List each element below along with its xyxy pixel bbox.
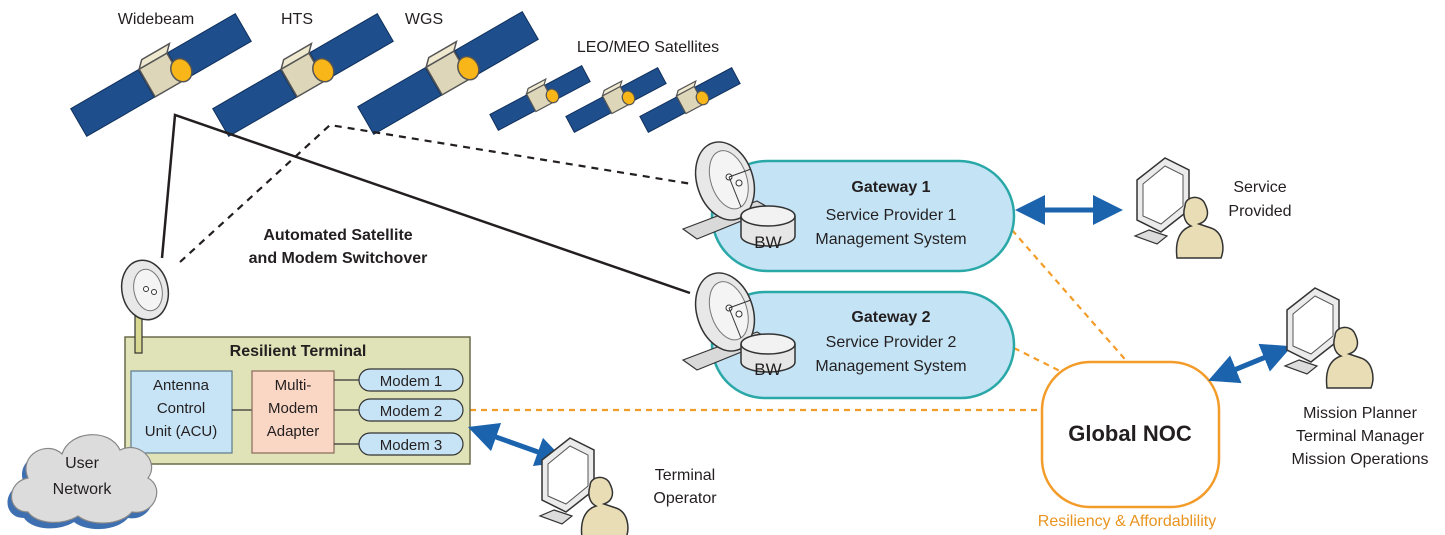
terminal-title: Resilient Terminal — [230, 343, 367, 360]
gateway-1-bw-label: BW — [754, 233, 781, 252]
adapter-box — [251, 370, 335, 454]
dashed-sat-link — [179, 123, 693, 263]
noc-caption: Resiliency & Affordablility — [1038, 513, 1216, 530]
gateway-2-title: Gateway 2 — [851, 309, 930, 326]
modem-2-label: Modem 2 — [380, 403, 443, 420]
gateway-2-bw-label: BW — [754, 360, 781, 379]
solid-sat-link — [160, 113, 691, 295]
mission-line1: Mission Planner — [1303, 405, 1418, 422]
mission-line3: Mission Operations — [1292, 451, 1429, 468]
gateway2-noc-link — [1013, 347, 1063, 373]
gateway-2-box — [710, 290, 1016, 400]
adapter-line2: Modem — [268, 400, 318, 417]
hts-label: HTS — [281, 11, 313, 28]
acu-line1: Antenna — [153, 377, 210, 394]
gateway-1-bw-icon: BW — [740, 205, 796, 252]
service-label-line1: Service — [1233, 179, 1286, 196]
user-network-cloud: User Network — [7, 434, 158, 530]
gateway-2-line2: Management System — [815, 358, 966, 375]
service-workstation-icon — [1134, 157, 1224, 259]
modem-3-label: Modem 3 — [380, 437, 443, 454]
wgs-label: WGS — [405, 11, 443, 28]
global-noc-box — [1040, 360, 1221, 509]
terminal-operator-workstation-icon — [539, 437, 629, 535]
terminal-operator-line1: Terminal — [655, 467, 715, 484]
modem-3 — [358, 432, 464, 456]
leo-meo-label: LEO/MEO Satellites — [577, 39, 719, 56]
gateway-2-line1: Service Provider 2 — [826, 334, 957, 351]
noc-mission-arrow — [1208, 343, 1292, 384]
mission-workstation-icon — [1284, 287, 1374, 389]
modem-2 — [358, 398, 464, 422]
adapter-line1: Multi- — [275, 377, 312, 394]
mission-line2: Terminal Manager — [1296, 428, 1425, 445]
terminal-operator-arrow — [467, 422, 567, 467]
gateway-1-line1: Service Provider 1 — [826, 207, 957, 224]
adapter-line3: Adapter — [267, 423, 320, 440]
widebeam-label: Widebeam — [118, 11, 194, 28]
user-network-line1: User — [65, 455, 99, 472]
global-noc-title: Global NOC — [1068, 421, 1192, 446]
terminal-operator-line2: Operator — [653, 490, 717, 507]
resilient-terminal: Resilient Terminal Antenna Control Unit … — [124, 336, 471, 465]
acu-line3: Unit (ACU) — [145, 423, 218, 440]
gateway-2-bw-icon: BW — [740, 333, 796, 379]
switchover-line2: and Modem Switchover — [249, 250, 428, 267]
gateway-1: BW Gateway 1 Service Provider 1 Manageme… — [682, 133, 1016, 273]
modem-1-label: Modem 1 — [380, 373, 443, 390]
modem-1 — [358, 368, 464, 392]
gateway1-noc-link — [1011, 229, 1131, 366]
switchover-line1: Automated Satellite — [263, 227, 412, 244]
gateway-1-title: Gateway 1 — [851, 179, 930, 196]
acu-box — [130, 370, 233, 454]
global-noc: Global NOC — [1040, 360, 1221, 509]
acu-line2: Control — [157, 400, 205, 417]
user-network-line2: Network — [53, 481, 113, 498]
terminal-antenna-icon — [120, 259, 170, 354]
gateway-1-line2: Management System — [815, 231, 966, 248]
gateway-2: BW Gateway 2 Service Provider 2 Manageme… — [682, 264, 1016, 400]
service-label-line2: Provided — [1228, 203, 1291, 220]
